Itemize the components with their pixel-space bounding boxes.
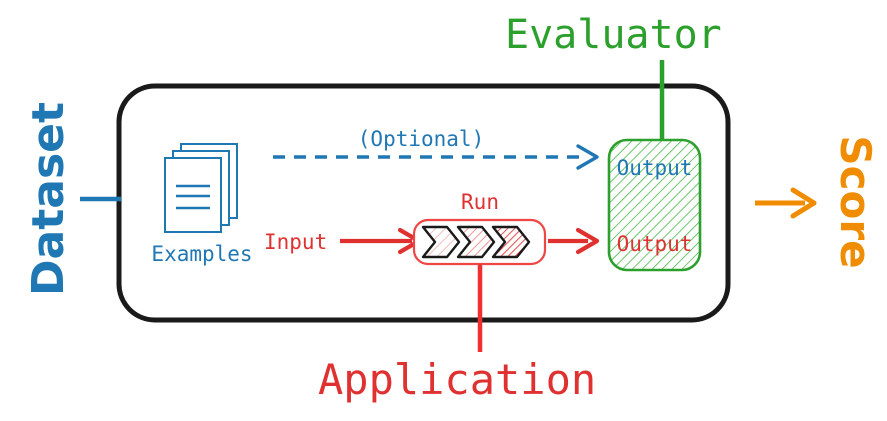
dataset-label: Dataset (23, 101, 74, 296)
chevron-3 (491, 225, 531, 259)
run-to-output-arrow (548, 227, 600, 255)
output-label-blue: Output (616, 156, 693, 180)
score-arrow (755, 187, 817, 219)
input-label: Input (264, 230, 328, 254)
input-arrow (340, 227, 422, 255)
output-label-red: Output (616, 232, 693, 256)
output-box (607, 138, 702, 272)
optional-edge-label: (Optional) (357, 127, 485, 151)
application-label: Application (318, 355, 597, 404)
run-label: Run (461, 190, 499, 214)
stacked-documents-icon (164, 143, 238, 233)
score-label: Score (831, 135, 880, 269)
experiment-container-box (116, 83, 731, 323)
run-box (412, 218, 547, 266)
chevron-1 (421, 225, 461, 259)
chevron-2 (456, 225, 496, 259)
evaluator-label: Evaluator (505, 12, 722, 58)
examples-label: Examples (151, 242, 253, 266)
optional-dashed-arrow (273, 144, 599, 170)
